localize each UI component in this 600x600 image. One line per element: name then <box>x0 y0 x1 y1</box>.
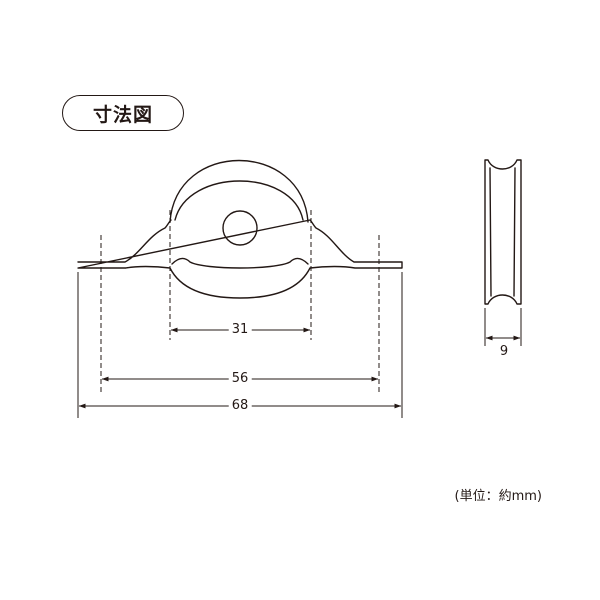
unit-note: (単位：約mm) <box>454 489 542 504</box>
side-view <box>484 159 522 305</box>
wheel-groove <box>174 180 304 221</box>
side-wheel-outline <box>484 159 522 305</box>
dim-label-groove-width: 31 <box>228 323 252 337</box>
bracket-body <box>77 219 403 299</box>
dim-label-overall-length: 68 <box>228 399 252 413</box>
extension-lines <box>100 210 380 392</box>
wheel-rim <box>169 159 309 223</box>
dim-label-wheel-thickness: 9 <box>499 344 509 359</box>
dim-label-hole-pitch: 56 <box>228 372 252 386</box>
page-title: 寸法図 <box>92 103 153 126</box>
front-view <box>77 159 403 299</box>
extension-lines-solid <box>77 272 522 418</box>
bracket-lip <box>171 257 309 269</box>
axle-hole <box>222 210 258 246</box>
title-badge: 寸法図 <box>62 95 184 131</box>
dimension-lines <box>78 327 521 409</box>
